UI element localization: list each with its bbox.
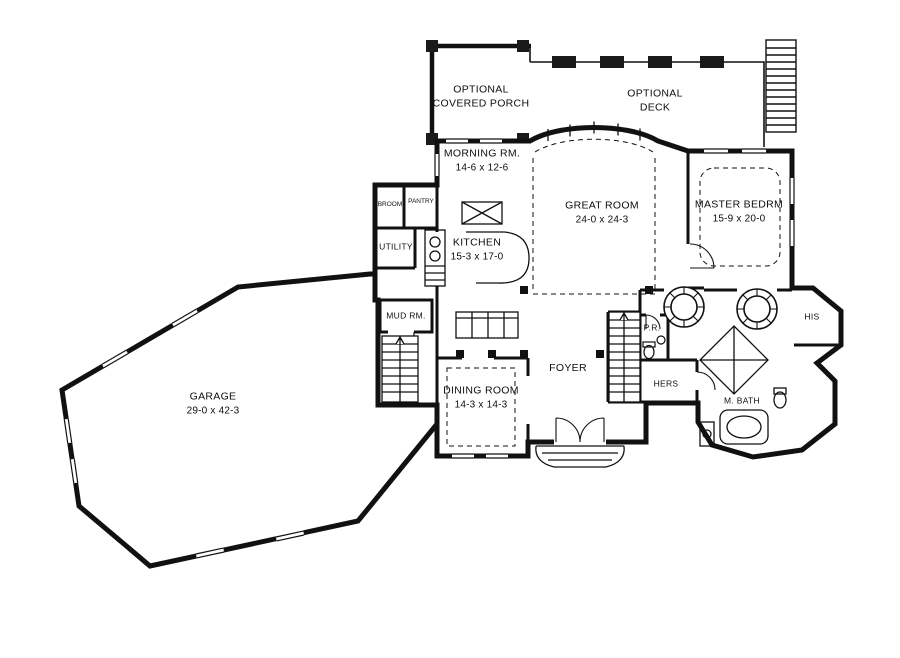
deck-label: OPTIONAL DECK [627, 87, 683, 114]
morning-room-name: MORNING RM. [443, 147, 521, 160]
covered-porch-line1: OPTIONAL [453, 83, 509, 96]
great-room-label: GREAT ROOM 24-0 x 24-3 [565, 200, 639, 227]
master-bath-fixtures [699, 325, 787, 447]
covered-porch-label: OPTIONAL COVERED PORCH [433, 83, 530, 110]
broom-closet-label: BROOM [377, 200, 403, 208]
master-bedroom-dims: 15-9 x 20-0 [712, 213, 766, 225]
front-steps [535, 445, 625, 468]
morning-room-dims: 14-6 x 12-6 [455, 162, 509, 174]
ceiling-dashes [446, 138, 781, 447]
windows [62, 121, 796, 560]
basement-stairs [381, 335, 419, 403]
hers-closet-label: HERS [653, 378, 679, 389]
master-bedroom-name: MASTER BEDRM [694, 198, 784, 211]
house-walls [372, 125, 844, 460]
master-bedroom-label: MASTER BEDRM 15-9 x 20-0 [695, 199, 783, 226]
deck-posts [552, 56, 724, 68]
master-bath-label: M. BATH [724, 395, 760, 406]
kitchen-fixtures [424, 201, 530, 339]
kitchen-name: KITCHEN [452, 236, 502, 249]
powder-room-fixtures [642, 335, 666, 360]
dining-room-dims: 14-3 x 14-3 [454, 399, 508, 411]
his-closet-label: HIS [804, 311, 820, 322]
foyer-label: FOYER [549, 362, 587, 375]
dining-room-name: DINING ROOM [443, 384, 519, 397]
columns [456, 286, 653, 358]
turret-right [736, 288, 778, 330]
dining-room-label: DINING ROOM 14-3 x 14-3 [443, 385, 519, 412]
pantry-label: PANTRY [408, 197, 434, 205]
great-room-dims: 24-0 x 24-3 [575, 214, 629, 226]
great-room-name: GREAT ROOM [565, 199, 639, 212]
utility-label: UTILITY [379, 241, 413, 252]
deck-stairs [765, 39, 797, 133]
mud-room-label: MUD RM. [386, 310, 426, 321]
garage-windows [62, 307, 305, 560]
turret-left [663, 286, 705, 328]
main-stairs [608, 311, 641, 403]
garage-label: GARAGE 29-0 x 42-3 [187, 391, 240, 418]
garage-name: GARAGE [189, 390, 237, 403]
garage-dims: 29-0 x 42-3 [186, 405, 240, 417]
covered-porch-line2: COVERED PORCH [432, 97, 530, 109]
deck-line1: OPTIONAL [627, 87, 683, 100]
kitchen-dims: 15-3 x 17-0 [450, 251, 504, 263]
deck-line2: DECK [639, 101, 671, 113]
powder-room-label: P.R. [643, 322, 661, 333]
morning-room-label: MORNING RM. 14-6 x 12-6 [444, 148, 520, 175]
kitchen-label: KITCHEN 15-3 x 17-0 [451, 237, 504, 264]
